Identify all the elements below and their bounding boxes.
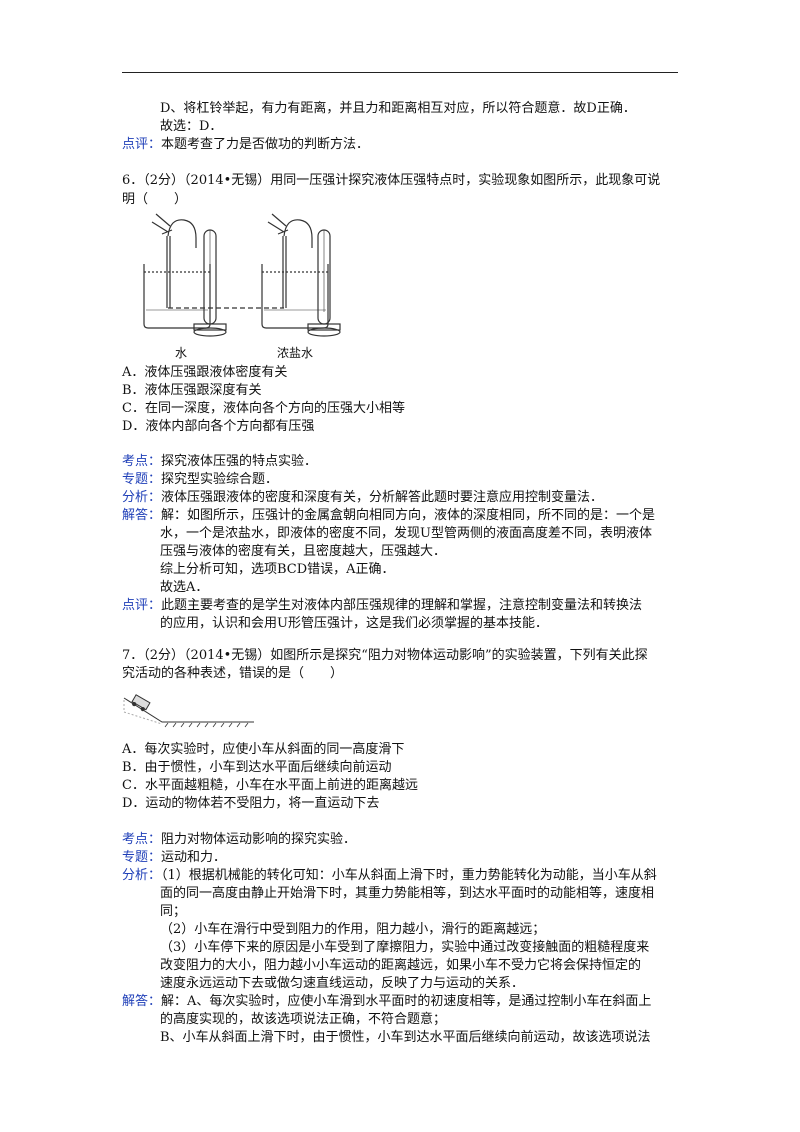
q7-jieda: 解答：解：A、每次实验时，应使小车滑到水平面时的初速度相等，是通过控制小车在斜面… bbox=[122, 992, 651, 1011]
incline-and-track bbox=[123, 697, 254, 723]
tube-left bbox=[166, 236, 171, 308]
q7-kaodian: 考点：阻力对物体运动影响的探究实验． bbox=[122, 830, 356, 849]
review-label: 点评： bbox=[122, 137, 162, 152]
header-rule bbox=[122, 72, 678, 73]
ground-hatch bbox=[164, 722, 249, 728]
q7-fenxi-line7: 速度永远运动下去或做匀速直线运动，反映了力与运动的关系． bbox=[160, 976, 525, 991]
tube-right bbox=[282, 236, 287, 308]
incline-cart-figure bbox=[123, 694, 254, 728]
q7-option-c: C．水平面越粗糙，小车在水平面上前进的距离越远 bbox=[122, 778, 418, 793]
kaodian-text: 探究液体压强的特点实验． bbox=[161, 454, 318, 469]
zhuanti-label: 专题： bbox=[122, 472, 162, 487]
prev-answer: 故选：D． bbox=[160, 119, 223, 134]
cart bbox=[131, 694, 151, 712]
q6-jieda-line5: 故选A． bbox=[160, 580, 209, 595]
q7-jieda-line2: 的高度实现的，故该选项说法正确，不符合题意； bbox=[160, 1012, 447, 1027]
u-tube-right bbox=[307, 229, 341, 337]
hose-left bbox=[167, 219, 197, 248]
q6-option-b: B．液体压强跟深度有关 bbox=[122, 383, 262, 398]
kaodian-label: 考点： bbox=[122, 454, 162, 469]
q6-option-a: A．液体压强跟液体密度有关 bbox=[122, 365, 288, 380]
q7-stem-line1: 7．（2分）（2014•无锡）如图所示是探究“阻力对物体运动影响”的实验装置，下… bbox=[122, 648, 648, 663]
hand-right bbox=[267, 213, 289, 235]
q7-option-b: B．由于惯性，小车到达水平面后继续向前运动 bbox=[122, 760, 392, 775]
q6-kaodian: 考点：探究液体压强的特点实验． bbox=[122, 452, 317, 471]
q7-fenxi-line4: （2）小车在滑行中受到阻力的作用，阻力越小，滑行的距离越远； bbox=[160, 922, 546, 937]
jieda-label: 解答： bbox=[122, 508, 162, 523]
q7-fenxi: 分析：（1）根据机械能的转化可知：小车从斜面上滑下时，重力势能转化为动能，当小车… bbox=[122, 866, 657, 885]
q6-jieda: 解答：解：如图所示，压强计的金属盒朝向相同方向，液体的深度相同，所不同的是：一个… bbox=[122, 506, 655, 525]
review-text: 本题考查了力是否做功的判断方法． bbox=[161, 137, 370, 152]
zhuanti-text: 运动和力． bbox=[161, 850, 227, 865]
beaker-water bbox=[143, 264, 211, 329]
q7-stem-line2: 究活动的各种表述，错误的是（ ） bbox=[122, 666, 344, 681]
q7-fenxi-line6: 改变阻力的大小，阻力越小小车运动的距离越远，如果小车不受力它将会保持恒定的 bbox=[160, 958, 642, 973]
q6-jieda-line3: 压强与液体的密度有关，且密度越大，压强越大． bbox=[160, 544, 447, 559]
dianping-label: 点评： bbox=[122, 598, 162, 613]
q6-stem-line1: 6．（2分）（2014•无锡）用同一压强计探究液体压强特点时，实验现象如图所示，… bbox=[122, 173, 661, 188]
q7-fenxi-line5: （3）小车停下来的原因是小车受到了摩擦阻力，实验中通过改变接触面的粗糙程度来 bbox=[160, 940, 650, 955]
q6-jieda-line2: 水，一个是浓盐水，即液体的密度不同，发现U型管两侧的液面高度差不同，表明液体 bbox=[160, 526, 652, 541]
q7-jieda-line3: B、小车从斜面上滑下时，由于惯性，小车到达水平面后继续向前运动，故该选项说法 bbox=[160, 1030, 651, 1045]
hose-right bbox=[283, 219, 313, 248]
q7-option-a: A．每次实验时，应使小车从斜面的同一高度滑下 bbox=[122, 742, 405, 757]
hand-left bbox=[151, 213, 173, 235]
jieda-label: 解答： bbox=[122, 994, 162, 1009]
q6-option-d: D．液体内部向各个方向都有压强 bbox=[122, 419, 315, 434]
q7-fenxi-line3: 同； bbox=[160, 904, 187, 919]
kaodian-label: 考点： bbox=[122, 832, 162, 847]
dianping-line: 此题主要考查的是学生对液体内部压强规律的理解和掌握，注意控制变量法和转换法 bbox=[161, 598, 643, 613]
u-tube-left bbox=[193, 229, 227, 337]
zhuanti-label: 专题： bbox=[122, 850, 162, 865]
label-water: 水 bbox=[175, 346, 188, 360]
jieda-line: 解：A、每次实验时，应使小车滑到水平面时的初速度相等，是通过控制小车在斜面上 bbox=[161, 994, 652, 1009]
q6-stem-line2: 明（ ） bbox=[122, 192, 188, 207]
jieda-line: 解：如图所示，压强计的金属盒朝向相同方向，液体的深度相同，所不同的是：一个是 bbox=[161, 508, 656, 523]
fenxi-label: 分析： bbox=[122, 490, 162, 505]
prev-option-d-analysis: D、将杠铃举起，有力有距离，并且力和距离相互对应，所以符合题意．故D正确． bbox=[160, 101, 636, 116]
q6-zhuanti: 专题：探究型实验综合题． bbox=[122, 470, 278, 489]
label-salt-water: 浓盐水 bbox=[277, 346, 314, 360]
pressure-gauge-figure bbox=[143, 213, 341, 337]
q6-option-c: C．在同一深度，液体向各个方向的压强大小相等 bbox=[122, 401, 405, 416]
zhuanti-text: 探究型实验综合题． bbox=[161, 472, 279, 487]
prev-review: 点评：本题考查了力是否做功的判断方法． bbox=[122, 135, 369, 154]
q7-zhuanti: 专题：运动和力． bbox=[122, 848, 226, 867]
beaker-salt-water bbox=[261, 264, 329, 329]
fenxi-line: （1）根据机械能的转化可知：小车从斜面上滑下时，重力势能转化为动能，当小车从斜 bbox=[161, 868, 657, 883]
fenxi-label: 分析： bbox=[122, 868, 162, 883]
q6-fenxi: 分析：液体压强跟液体的密度和深度有关，分析解答此题时要注意应用控制变量法． bbox=[122, 488, 603, 507]
q7-fenxi-line2: 面的同一高度由静止开始滑下时，其重力势能相等，到达水平面时的动能相等，速度相 bbox=[160, 886, 655, 901]
q7-option-d: D．运动的物体若不受阻力，将一直运动下去 bbox=[122, 796, 380, 811]
q6-jieda-line4: 综上分析可知，选项BCD错误，A正确． bbox=[160, 562, 395, 577]
kaodian-text: 阻力对物体运动影响的探究实验． bbox=[161, 832, 357, 847]
fenxi-text: 液体压强跟液体的密度和深度有关，分析解答此题时要注意应用控制变量法． bbox=[161, 490, 604, 505]
q6-dianping-line2: 的应用，认识和会用U形管压强计，这是我们必须掌握的基本技能． bbox=[160, 616, 548, 631]
q6-dianping: 点评：此题主要考查的是学生对液体内部压强规律的理解和掌握，注意控制变量法和转换法 bbox=[122, 596, 642, 615]
